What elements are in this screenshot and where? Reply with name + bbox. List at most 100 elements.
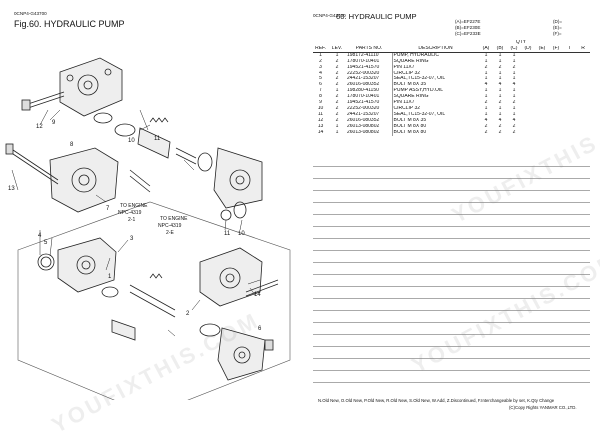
row-ref: 3 <box>319 64 322 70</box>
parts-table: QTY REF. LEV. PARTS NO. DESCRIPTION (A) … <box>313 40 590 136</box>
row-parts-no: 178070-10401 <box>347 94 380 100</box>
header-qty-d: (D) <box>521 45 535 53</box>
row-ref: 5 <box>319 76 322 82</box>
row-ref: 6 <box>319 82 322 88</box>
row-lev: 1 <box>335 52 339 58</box>
row-qty-c: 2 <box>512 64 516 70</box>
row-parts-no: 194521-41570 <box>347 100 380 106</box>
callout-13: 13 <box>8 186 15 192</box>
header-qty-f: (F) <box>549 45 563 53</box>
row-description: BOLT M 8X 80 <box>391 123 479 130</box>
row-qty-a: 2 <box>484 64 488 70</box>
right-doc-code: 0CNP4-G43700 <box>313 13 346 18</box>
row-qty-a: 2 <box>484 129 488 135</box>
row-qty-c: 1 <box>512 58 516 64</box>
callout-14: 14 <box>254 292 261 298</box>
header-parts-no: PARTS NO. <box>346 45 392 53</box>
pump-1-diagram <box>5 57 263 221</box>
model-line-a: (A)=EF227E <box>455 19 481 24</box>
row-qty-c: 1 <box>512 94 516 100</box>
callout-3: 3 <box>130 236 134 242</box>
row-qty-c: 1 <box>512 70 516 76</box>
header-description: DESCRIPTION <box>392 45 479 53</box>
header-qty-c: (C) <box>507 45 521 53</box>
row-description: PUMP, HYDRAULIC <box>391 52 479 59</box>
row-qty-c: 4 <box>512 117 516 123</box>
row-qty-d <box>521 130 535 136</box>
to-engine-sub-1: 2-1 <box>128 217 135 223</box>
row-qty-b: 1 <box>498 94 502 100</box>
blank-rule <box>313 226 590 227</box>
callout-6: 6 <box>258 326 262 332</box>
header-qty: QTY <box>515 40 527 45</box>
model-line-b: (B)=EF230E <box>455 25 481 30</box>
row-lev: 2 <box>335 76 339 82</box>
blank-rule <box>313 370 590 371</box>
blank-rule <box>313 214 590 215</box>
to-engine-label-1: TO ENGINE <box>120 203 148 209</box>
row-lev: 2 <box>335 70 339 76</box>
row-qty-a: 1 <box>484 88 488 94</box>
row-ref: 2 <box>319 58 322 64</box>
row-parts-no: 26013-080802 <box>347 123 380 129</box>
row-lev: 2 <box>335 100 339 106</box>
header-lev: LEV. <box>328 45 346 53</box>
blank-rule <box>313 334 590 335</box>
row-ref: 14 <box>317 129 324 135</box>
row-ref: 13 <box>317 123 324 129</box>
row-parts-no: 24421-153207 <box>347 111 380 117</box>
row-qty-a: 1 <box>484 94 488 100</box>
row-qty-a: 2 <box>484 100 488 106</box>
row-lev: 1 <box>335 88 339 94</box>
callout-11: 11 <box>224 231 231 237</box>
row-qty-c: 2 <box>512 123 516 129</box>
row-description: SEAL,TC15-32-07, OIL <box>391 111 479 118</box>
row-parts-no: 24421-153207 <box>347 76 380 82</box>
header-i: I <box>563 45 576 53</box>
row-lev: 1 <box>335 123 339 129</box>
to-engine-ref-1: NPC-4319 <box>118 210 142 216</box>
row-lev: 2 <box>335 64 339 70</box>
blank-rule <box>313 262 590 263</box>
blank-rule <box>313 202 590 203</box>
left-fig-title: Fig.60. HYDRAULIC PUMP <box>14 19 125 29</box>
row-qty-c: 1 <box>512 76 516 82</box>
row-parts-no: 26016-080352 <box>347 117 380 123</box>
row-qty-b: 1 <box>498 76 502 82</box>
row-qty-b: 4 <box>498 117 502 123</box>
row-qty-c: 1 <box>512 111 516 117</box>
header-r: R <box>576 45 590 53</box>
row-qty-a: 1 <box>484 111 488 117</box>
row-parts-no: 194521-41570 <box>347 64 380 70</box>
callout-1: 1 <box>108 274 112 280</box>
blank-rule <box>313 190 590 191</box>
blank-rule <box>313 166 590 167</box>
row-qty-b: 4 <box>498 82 502 88</box>
row-qty-c: 4 <box>512 82 516 88</box>
row-lev: 2 <box>335 105 339 111</box>
row-description: PIN 11X7 <box>391 100 479 106</box>
row-qty-a: 4 <box>484 117 488 123</box>
to-engine-ref-2: NPC-4319 <box>158 223 182 229</box>
row-qty-a: 2 <box>484 123 488 129</box>
to-engine-label-2: TO ENGINE <box>160 216 188 222</box>
row-qty-b: 1 <box>498 111 502 117</box>
model-mark-f: (F)= <box>553 31 562 36</box>
left-doc-code: 0CNP4-G43700 <box>14 11 47 16</box>
row-qty-b: 2 <box>498 123 502 129</box>
table-row: 13 1 26013-080802 BOLT M 8X 80 2 2 2 <box>313 123 590 130</box>
row-description: CIRCLIP 32 <box>391 70 479 77</box>
row-qty-a: 1 <box>484 105 488 111</box>
table-qty-header-row: QTY <box>313 40 590 46</box>
blank-rule <box>313 250 590 251</box>
row-qty-b: 2 <box>498 100 502 106</box>
callout-12-upper: 12 <box>36 124 43 130</box>
model-mark-list: (D)= (E)= (F)= <box>553 19 562 37</box>
